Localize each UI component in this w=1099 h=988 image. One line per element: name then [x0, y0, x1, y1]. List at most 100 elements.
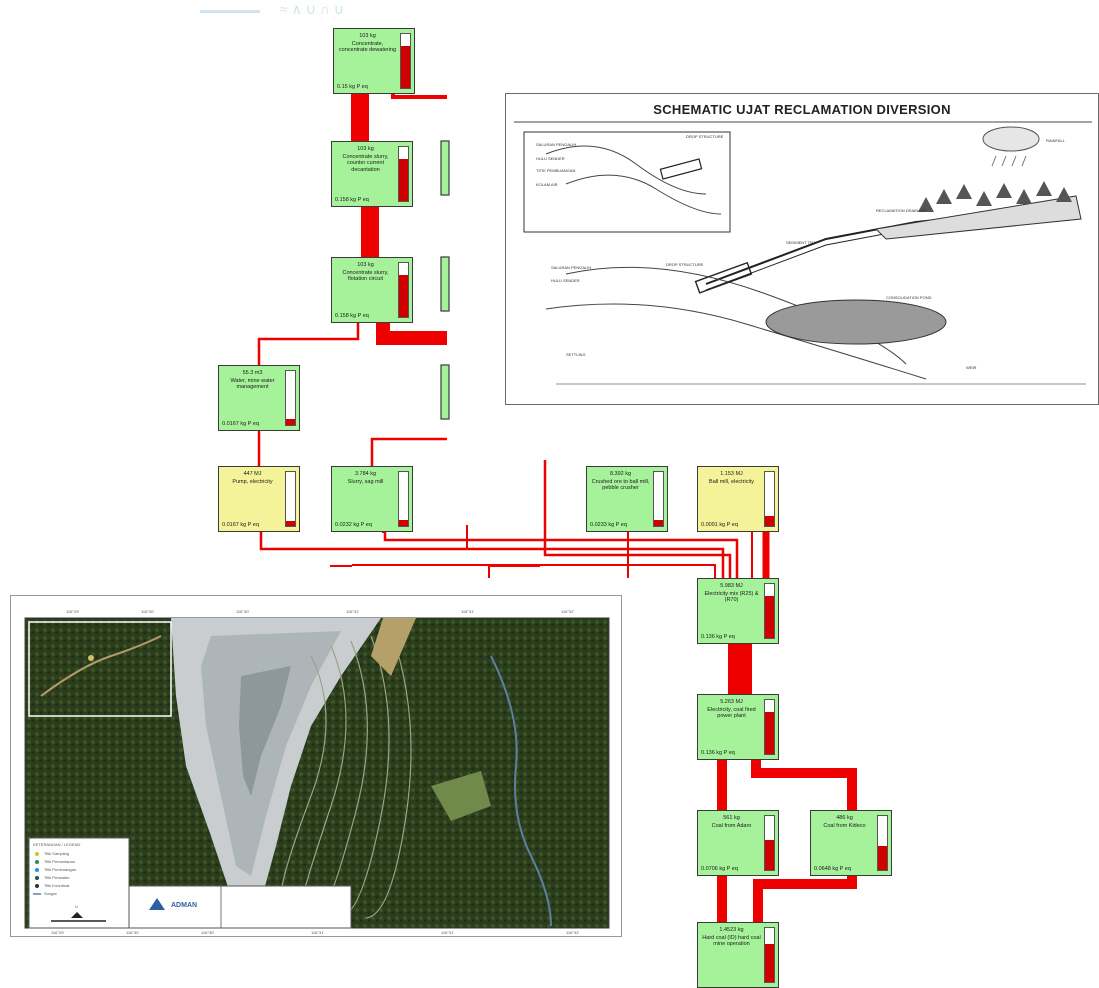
svg-text:SETTLING: SETTLING — [566, 352, 586, 357]
node-label: Concentrate, concentrate dewatering — [338, 41, 397, 54]
node-quantity: 447 MJ — [243, 471, 262, 477]
schematic-drawing: SALURAN PENGALIH HULU SENDER TITIK PEMBUA… — [514, 121, 1092, 385]
node-coal-adaro[interactable]: 561 kg Coal from Adaro 0.0706 kg P eq — [697, 810, 779, 876]
node-counter-current-decantation[interactable]: 103 kg Concentrate slurry, counter curre… — [331, 141, 413, 207]
node-quantity: 561 kg — [723, 815, 740, 821]
node-pebble-crusher[interactable]: 8.392 kg Crushed ore to ball mill, pebbl… — [586, 466, 668, 532]
svg-text:HULU SENDER: HULU SENDER — [551, 278, 580, 283]
node-label: Pump, electricity — [232, 479, 273, 485]
gauge-fill — [286, 418, 295, 425]
svg-text:KOLAM AIR: KOLAM AIR — [536, 182, 558, 187]
map-coord-top: 116°30' — [141, 609, 155, 614]
gauge-fill — [399, 158, 408, 201]
satellite-map — [24, 617, 610, 929]
svg-text:RECLAMATION DRAINAGE: RECLAMATION DRAINAGE — [876, 208, 927, 213]
node-indicator: 0.0167 kg P eq — [222, 420, 259, 427]
node-label: Coal from Kideco — [823, 823, 866, 829]
gauge-fill — [765, 840, 774, 870]
node-quantity: 486 kg — [836, 815, 853, 821]
node-label: Concentrate slurry, counter current deca… — [342, 154, 389, 173]
schematic-panel: SCHEMATIC UJAT RECLAMATION DIVERSION — [505, 93, 1099, 405]
node-electricity-mix[interactable]: 5.983 MJ Electricity mix (R25) & (R70) 0… — [697, 578, 779, 644]
svg-text:DROP STRUCTURE: DROP STRUCTURE — [686, 134, 724, 139]
node-quantity: 1.4523 kg — [719, 927, 744, 933]
node-hard-coal-mine[interactable]: 1.4523 kg Hard coal (ID) hard coal mine … — [697, 922, 779, 988]
node-quantity: 5.263 MJ — [720, 699, 743, 705]
node-label: Crushed ore to ball mill, pebble crusher — [591, 479, 650, 492]
node-gauge — [398, 146, 409, 202]
node-indicator: 0.136 kg P eq — [701, 749, 735, 756]
node-quantity: 103 kg — [357, 146, 374, 152]
svg-text:HULU SENDER: HULU SENDER — [536, 156, 565, 161]
svg-text:≈ ∧ ∪ ∩ ∪: ≈ ∧ ∪ ∩ ∪ — [280, 1, 344, 16]
map-coord-bottom: 116°30' — [126, 930, 140, 935]
node-pump-electricity[interactable]: 447 MJ Pump, electricity 0.0167 kg P eq — [218, 466, 300, 532]
node-gauge — [285, 471, 296, 527]
node-slurry-sag-mill[interactable]: 3.784 kg Slurry, sag mill 0.0232 kg P eq — [331, 466, 413, 532]
node-concentrate-dewatering[interactable]: 103 kg Concentrate, concentrate dewateri… — [333, 28, 415, 94]
gauge-fill — [765, 595, 774, 638]
node-indicator: 0.0648 kg P eq — [814, 865, 851, 872]
node-gauge — [764, 699, 775, 755]
map-compass-label: U — [75, 904, 78, 909]
node-gauge — [285, 370, 296, 426]
node-quantity: 1.153 MJ — [720, 471, 743, 477]
map-logo-text: ADMAN — [171, 902, 198, 909]
node-coal-kideco[interactable]: 486 kg Coal from Kideco 0.0648 kg P eq — [810, 810, 892, 876]
node-gauge — [398, 262, 409, 318]
map-legend-item: Titik Pemantauan — [44, 859, 75, 864]
gauge-fill — [765, 711, 774, 754]
node-gauge — [400, 33, 411, 89]
map-coord-bottom: 116°30' — [201, 930, 215, 935]
map-coord-bottom: 116°31' — [311, 930, 325, 935]
header-fragment: ≈ ∧ ∪ ∩ ∪ — [200, 1, 344, 16]
svg-text:RAINFALL: RAINFALL — [1046, 138, 1066, 143]
map-coord-bottom: 116°29' — [51, 930, 65, 935]
svg-text:TITIK PEMBUANGAN: TITIK PEMBUANGAN — [536, 168, 575, 173]
svg-text:SALURAN PENGALIH: SALURAN PENGALIH — [536, 142, 576, 147]
node-indicator: 0.158 kg P eq — [335, 312, 369, 319]
gauge-fill — [765, 516, 774, 526]
node-gauge — [877, 815, 888, 871]
node-label: Electricity, coal fired power plant — [707, 707, 756, 720]
node-indicator: 0.0232 kg P eq — [335, 521, 372, 528]
node-label: Coal from Adaro — [711, 823, 752, 829]
node-quantity: 103 kg — [359, 33, 376, 39]
node-gauge — [764, 815, 775, 871]
map-legend-item: Titik Koordinat — [44, 883, 70, 888]
node-indicator: 0.0091 kg P eq — [701, 521, 738, 528]
map-legend-item: Titik Penaatan — [44, 875, 70, 880]
gauge-fill — [654, 519, 663, 526]
map-coord-top: 116°32' — [561, 609, 575, 614]
node-quantity: 5.983 MJ — [720, 583, 743, 589]
gauge-fill — [286, 520, 295, 526]
node-gauge — [764, 471, 775, 527]
svg-text:CONSOLIDATION POND: CONSOLIDATION POND — [886, 295, 932, 300]
node-label: Ball mill, electricity — [709, 479, 754, 485]
map-coord-top: 116°31' — [346, 609, 360, 614]
node-label: Water, mine water management — [230, 378, 275, 391]
gauge-fill — [399, 274, 408, 317]
svg-text:SEDIMENT TRAP: SEDIMENT TRAP — [786, 240, 819, 245]
svg-text:WEIR: WEIR — [966, 365, 977, 370]
gauge-fill — [765, 944, 774, 982]
node-gauge — [764, 927, 775, 983]
node-label: Concentrate slurry, flotation circuit — [342, 270, 389, 283]
map-legend-item: Sungai — [44, 891, 57, 896]
node-indicator: 0.0706 kg P eq — [701, 865, 738, 872]
node-indicator: 0.0167 kg P eq — [222, 521, 259, 528]
svg-text:DROP STRUCTURE: DROP STRUCTURE — [666, 262, 704, 267]
gauge-fill — [878, 845, 887, 870]
node-flotation-circuit[interactable]: 103 kg Concentrate slurry, flotation cir… — [331, 257, 413, 323]
node-coal-power-plant[interactable]: 5.263 MJ Electricity, coal fired power p… — [697, 694, 779, 760]
node-ball-mill-electricity[interactable]: 1.153 MJ Ball mill, electricity 0.0091 k… — [697, 466, 779, 532]
node-indicator: 0.15 kg P eq — [337, 83, 368, 90]
node-quantity: 55.3 m3 — [242, 370, 263, 376]
map-coord-bottom: 116°31' — [441, 930, 455, 935]
map-coord-top: 116°30' — [236, 609, 250, 614]
node-quantity: 8.392 kg — [609, 471, 632, 477]
node-mine-water-management[interactable]: 55.3 m3 Water, mine water management 0.0… — [218, 365, 300, 431]
node-gauge — [653, 471, 664, 527]
node-label: Electricity mix (R25) & (R70) — [704, 591, 759, 604]
node-quantity: 3.784 kg — [354, 471, 377, 477]
